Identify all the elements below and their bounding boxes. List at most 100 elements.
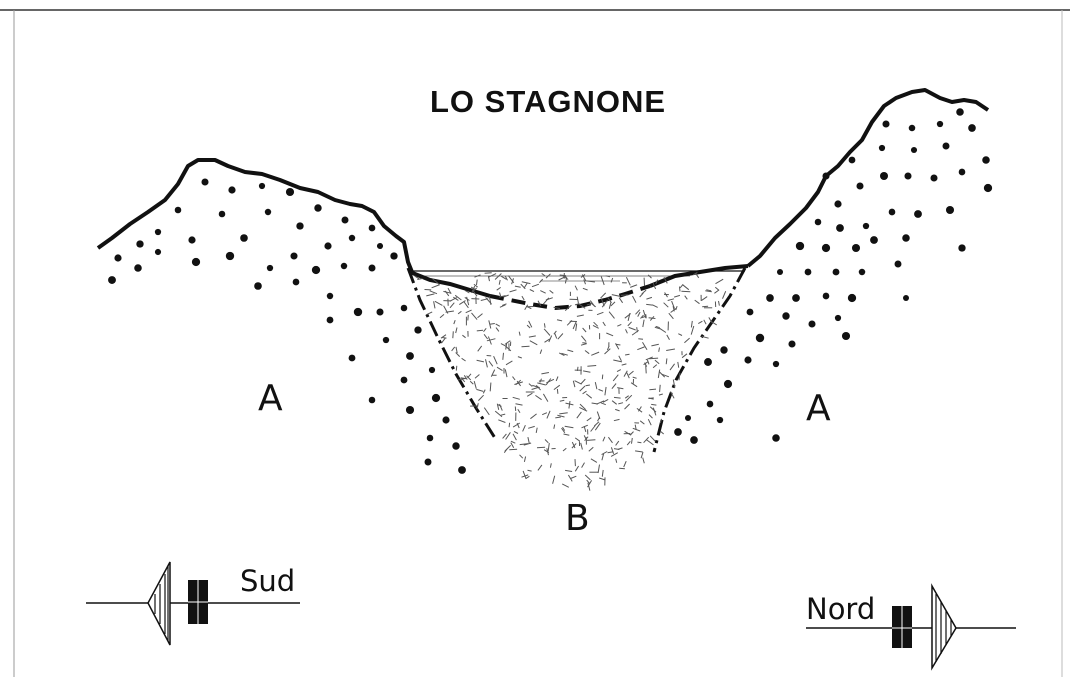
sediment-dash — [540, 291, 545, 294]
rock-dot — [724, 380, 732, 388]
sediment-dash — [643, 320, 644, 327]
sediment-dash — [587, 418, 592, 421]
sediment-dash — [577, 412, 582, 418]
rock-dot — [290, 252, 297, 259]
rock-dot — [383, 337, 389, 343]
sediment-dash — [565, 470, 572, 471]
sediment-dash — [664, 303, 669, 308]
sediment-dash — [515, 286, 521, 287]
sediment-dash — [684, 338, 689, 343]
rock-dot — [108, 276, 116, 284]
sediment-dash — [477, 330, 483, 331]
sediment-dash — [602, 470, 603, 477]
sediment-dash — [528, 426, 535, 428]
sediment-dash — [685, 296, 688, 300]
rock-dot — [822, 172, 829, 179]
rock-dot — [406, 352, 414, 360]
sediment-dash — [501, 344, 505, 346]
sediment-dash — [489, 361, 493, 366]
sediment-dash — [560, 400, 565, 401]
rock-dot — [267, 265, 273, 271]
sediment-dash — [497, 287, 501, 290]
sediment-dash — [658, 370, 659, 378]
rock-dot — [342, 217, 349, 224]
rock-dot — [823, 293, 830, 300]
rock-dot — [984, 184, 992, 192]
rock-dot — [293, 279, 300, 286]
sediment-dash — [518, 409, 520, 413]
sediment-dash — [558, 334, 563, 340]
sediment-dash — [501, 414, 505, 415]
sediment-dash — [511, 443, 514, 448]
sediment-dash — [655, 360, 659, 364]
rock-dot — [895, 261, 902, 268]
sediment-dash — [522, 296, 524, 300]
sediment-dash — [627, 441, 630, 445]
sediment-dash — [660, 329, 666, 333]
rock-dot — [717, 417, 723, 423]
rock-dot — [155, 229, 161, 235]
sediment-dash — [456, 347, 457, 353]
sediment-dash — [524, 457, 525, 462]
sediment-dash — [586, 385, 590, 386]
sediment-dash — [649, 415, 653, 419]
sediment-dash — [542, 413, 547, 415]
sediment-dash — [498, 420, 505, 423]
sediment-dash — [595, 382, 597, 389]
rock-dot — [849, 157, 856, 164]
sediment-dash — [606, 333, 613, 336]
sediment-dash — [563, 448, 566, 451]
sediment-dash — [559, 413, 567, 414]
left-mountain-profile — [98, 160, 412, 272]
sediment-dash — [510, 290, 517, 292]
sediment-dash — [680, 287, 681, 292]
sediment-dash — [554, 425, 555, 429]
rock-dot — [685, 415, 691, 421]
rock-dot — [852, 244, 860, 252]
sediment-dash — [613, 375, 618, 381]
sediment-dash — [646, 440, 653, 445]
sediment-dash — [456, 353, 460, 357]
sediment-dash — [562, 484, 569, 487]
sediment-dash — [626, 329, 628, 333]
rock-dot — [720, 346, 727, 353]
rock-dot — [968, 124, 976, 132]
sediment-dash — [637, 327, 638, 332]
rock-dot — [930, 174, 937, 181]
sediment-dash — [555, 417, 561, 418]
sediment-dash — [505, 341, 510, 345]
sediment-dash — [581, 379, 586, 384]
rock-dot — [114, 254, 121, 261]
rock-dot — [192, 258, 200, 266]
rock-dot — [324, 242, 331, 249]
label-nord: Nord — [806, 592, 875, 626]
sediment-dash — [581, 336, 586, 342]
sediment-dash — [487, 339, 496, 341]
sediment-dash — [599, 389, 604, 391]
rock-dot — [808, 320, 815, 327]
rock-dot — [902, 234, 910, 242]
rock-dot — [982, 156, 990, 164]
sediment-dash — [532, 385, 539, 387]
label-a-left: A — [258, 378, 283, 419]
rock-dot — [254, 282, 262, 290]
sediment-dash — [585, 475, 590, 480]
rock-dot — [747, 309, 754, 316]
sediment-dash — [678, 362, 679, 368]
sediment-dash — [542, 274, 545, 276]
sediment-dash — [591, 459, 597, 463]
sediment-dash — [483, 390, 485, 394]
sediment-dash — [681, 291, 690, 292]
rock-dot — [429, 367, 435, 373]
sediment-dash — [450, 303, 454, 308]
sediment-dash — [514, 431, 518, 433]
sediment-dash — [543, 298, 549, 305]
sediment-dash — [496, 328, 499, 332]
sediment-dash — [609, 302, 611, 309]
sediment-dash — [557, 415, 564, 417]
rock-dot — [175, 207, 182, 214]
rock-dot — [805, 269, 812, 276]
sediment-dash — [575, 438, 580, 441]
sediment-dash — [591, 352, 599, 355]
sediment-dash — [651, 344, 658, 346]
